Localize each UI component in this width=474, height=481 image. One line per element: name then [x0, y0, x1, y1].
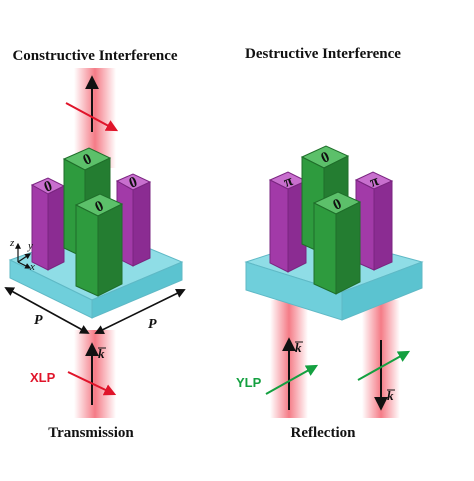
right-caption: Reflection: [291, 425, 357, 441]
axis-x-label: x: [29, 261, 35, 273]
left-title: Constructive Interference: [12, 48, 177, 64]
right-pillar-front-center: 0: [312, 191, 362, 295]
period-arrow-right: [94, 289, 186, 334]
right-pillar-right: π: [354, 171, 394, 271]
period-arrow-left: [4, 287, 90, 334]
right-incident-k-label: k: [295, 340, 302, 355]
left-pillar-back-right: 0: [115, 173, 152, 267]
transmitted-polarization-arrow: [65, 102, 119, 132]
right-title: Destructive Interference: [245, 46, 401, 62]
left-polarization-label: XLP: [30, 370, 56, 385]
right-panel: Destructive Interference π π: [236, 46, 424, 441]
period-label-left: P: [34, 313, 43, 328]
incident-beam: [74, 330, 116, 418]
right-reflected-polarization-arrow: [357, 350, 411, 381]
incident-polarization-arrow: [67, 371, 117, 396]
axis-z-label: z: [9, 237, 15, 249]
right-pillar-left: π: [268, 171, 308, 273]
left-panel: Constructive Interference 0 0: [4, 48, 186, 441]
right-polarization-label: YLP: [236, 375, 262, 390]
period-label-right: P: [148, 317, 157, 332]
incident-k-label: k: [98, 346, 105, 361]
axis-y-label: y: [27, 240, 33, 252]
right-reflected-k-label: k: [387, 388, 394, 403]
right-incident-polarization-arrow: [265, 364, 319, 395]
left-pillar-front-center: 0: [74, 193, 124, 297]
coordinate-axes: z y x: [9, 237, 35, 273]
left-caption: Transmission: [48, 425, 134, 441]
left-pillar-back-left: 0: [30, 177, 66, 271]
